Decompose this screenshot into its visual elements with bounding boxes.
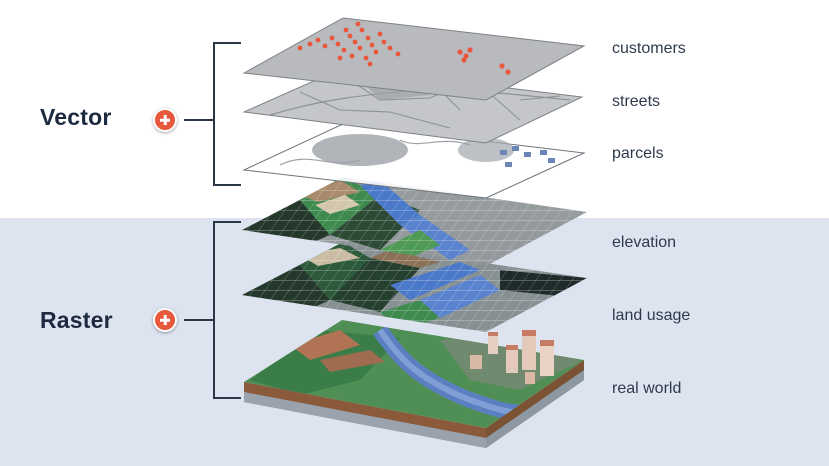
layer-label-real-world: real world	[612, 380, 682, 397]
layer-label-streets: streets	[612, 93, 661, 110]
layer-label-land-usage: land usage	[612, 307, 691, 324]
parcel-blocks	[500, 146, 555, 167]
layer-label-parcels: parcels	[612, 145, 664, 162]
layer-label-elevation: elevation	[612, 234, 677, 251]
parcels-layer	[242, 123, 586, 199]
customer-points	[297, 21, 511, 75]
layer-label-customers: customers	[612, 40, 686, 57]
city-buildings	[470, 330, 554, 384]
raster-plus-icon[interactable]	[153, 308, 177, 332]
elevation-layer	[242, 177, 587, 266]
raster-bracket	[184, 221, 241, 399]
vector-bracket	[184, 42, 241, 186]
raster-group-title: Raster	[40, 307, 113, 333]
vector-group-title: Vector	[40, 104, 112, 130]
customers-layer	[242, 17, 586, 101]
vector-plus-icon[interactable]	[153, 108, 177, 132]
real-world-block	[244, 320, 584, 448]
